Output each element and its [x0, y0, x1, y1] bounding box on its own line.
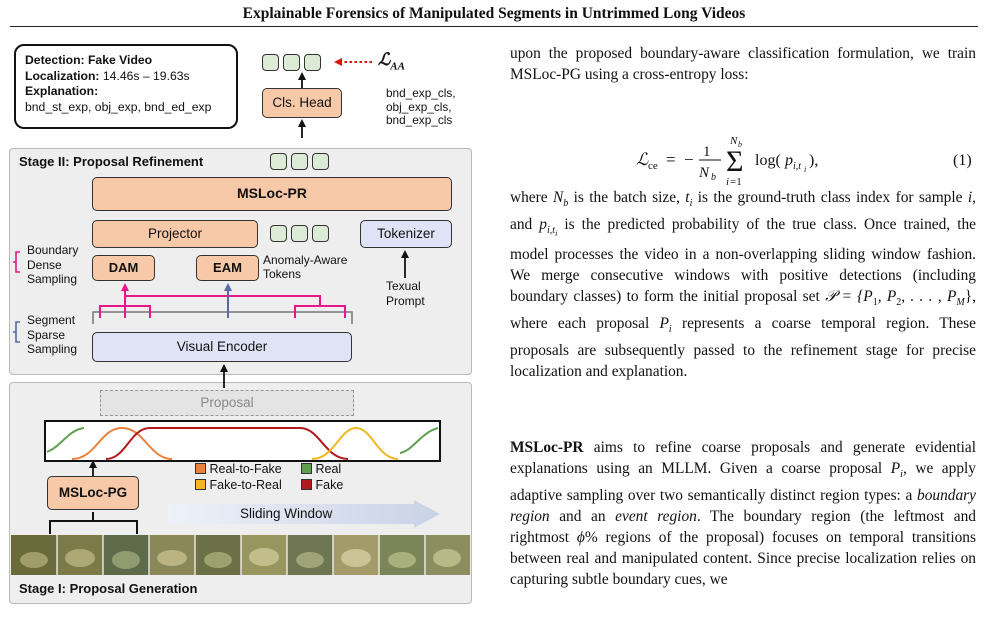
page-header-title: Explainable Forensics of Manipulated Seg…	[242, 5, 746, 22]
detection-value: Fake Video	[87, 53, 153, 67]
sliding-window-arrow	[168, 500, 440, 528]
svg-text:ce: ce	[648, 160, 658, 172]
anomaly-token	[312, 225, 329, 242]
refined-token	[270, 153, 287, 170]
legend-swatch	[301, 463, 312, 474]
localization-value: 14.46s – 19.63s	[102, 68, 190, 83]
legend-item: Fake-to-Real	[195, 478, 282, 492]
msloc-pr-box: MSLoc-PR	[92, 177, 452, 211]
fake-to-real-curve	[311, 426, 399, 460]
fake-curve	[105, 427, 349, 460]
detection-label: Detection:	[25, 53, 85, 67]
paragraph-3: MSLoc-PR aims to refine coarse proposals…	[510, 439, 977, 589]
output-token	[304, 54, 321, 71]
figure-connectors	[11, 58, 470, 575]
visual-encoder-box: Visual Encoder	[92, 332, 352, 362]
paragraph-2: where Nb is the batch size, ti is the gr…	[510, 189, 976, 381]
legend-item: Real-to-Fake	[195, 462, 282, 476]
paragraph-1: upon the proposed boundary-aware classif…	[510, 45, 976, 83]
legend-swatch	[195, 479, 206, 490]
equation-1: ℒ ce = − 1 N b Σ N b i =1 log( p i,t i )…	[610, 133, 980, 187]
legend-swatch	[301, 479, 312, 490]
svg-text:=1: =1	[730, 176, 742, 187]
pg-bracket	[49, 520, 138, 534]
sliding-window-label: Sliding Window	[240, 506, 333, 521]
svg-text:(1): (1)	[953, 152, 972, 169]
real-curve	[46, 427, 85, 453]
output-token	[262, 54, 279, 71]
anomaly-token	[291, 225, 308, 242]
svg-text:1: 1	[703, 144, 711, 160]
svg-text:N: N	[698, 165, 710, 181]
encoder-brace	[92, 311, 353, 318]
explanation-label: Explanation:	[25, 84, 99, 98]
explanation-value: bnd_st_exp, obj_exp, bnd_ed_exp	[25, 99, 212, 114]
svg-text:Σ: Σ	[726, 145, 743, 178]
svg-text:b: b	[711, 172, 716, 183]
svg-text:p: p	[784, 152, 793, 169]
svg-text:=: =	[666, 150, 676, 169]
loss-aa-label: ℒAA	[378, 50, 405, 73]
svg-text:i,t: i,t	[793, 161, 801, 172]
legend-item: Fake	[301, 478, 343, 492]
boundary-brace	[15, 251, 20, 273]
output-token	[283, 54, 300, 71]
anomaly-tokens-label: Anomaly-Aware Tokens	[263, 253, 348, 281]
refined-token	[291, 153, 308, 170]
boundary-sampling-label: Boundary Dense Sampling	[27, 243, 79, 286]
video-frame-strip	[11, 535, 470, 575]
tokenizer-box: Tokenizer	[360, 220, 452, 248]
dam-box: DAM	[92, 255, 155, 281]
stage2-title: Stage II: Proposal Refinement	[19, 154, 204, 169]
projector-box: Projector	[92, 220, 258, 248]
cls-head-box: Cls. Head	[262, 88, 342, 118]
svg-text:−: −	[684, 150, 694, 169]
svg-text:ℒ: ℒ	[636, 150, 649, 169]
eam-box: EAM	[196, 255, 259, 281]
segment-sampling-label: Segment Sparse Sampling	[27, 313, 78, 356]
svg-text:log(: log(	[755, 152, 781, 169]
real-to-fake-curve	[71, 426, 173, 460]
svg-text:b: b	[738, 140, 742, 149]
header-rule	[10, 26, 978, 28]
legend-swatch	[195, 463, 206, 474]
cross-entropy-equation: ℒ ce = − 1 N b Σ N b i =1 log( p i,t i )…	[636, 135, 972, 187]
textual-prompt-label: Texual Prompt	[386, 279, 425, 308]
segment-brace	[15, 321, 20, 343]
result-box: Detection: Fake Video Localization: 14.4…	[14, 44, 238, 129]
refined-token	[312, 153, 329, 170]
legend-item: Real	[301, 462, 341, 476]
cls-targets: bnd_exp_cls, obj_exp_cls, bnd_exp_cls	[386, 86, 456, 127]
proposal-box: Proposal	[100, 390, 354, 416]
localization-label: Localization:	[25, 68, 100, 83]
svg-text:i: i	[804, 165, 806, 174]
anomaly-token	[270, 225, 287, 242]
msloc-pg-box: MSLoc-PG	[47, 476, 139, 510]
svg-text:N: N	[729, 135, 738, 147]
stage1-title: Stage I: Proposal Generation	[19, 581, 198, 596]
svg-text:i: i	[726, 176, 729, 187]
svg-text:),: ),	[809, 152, 818, 169]
